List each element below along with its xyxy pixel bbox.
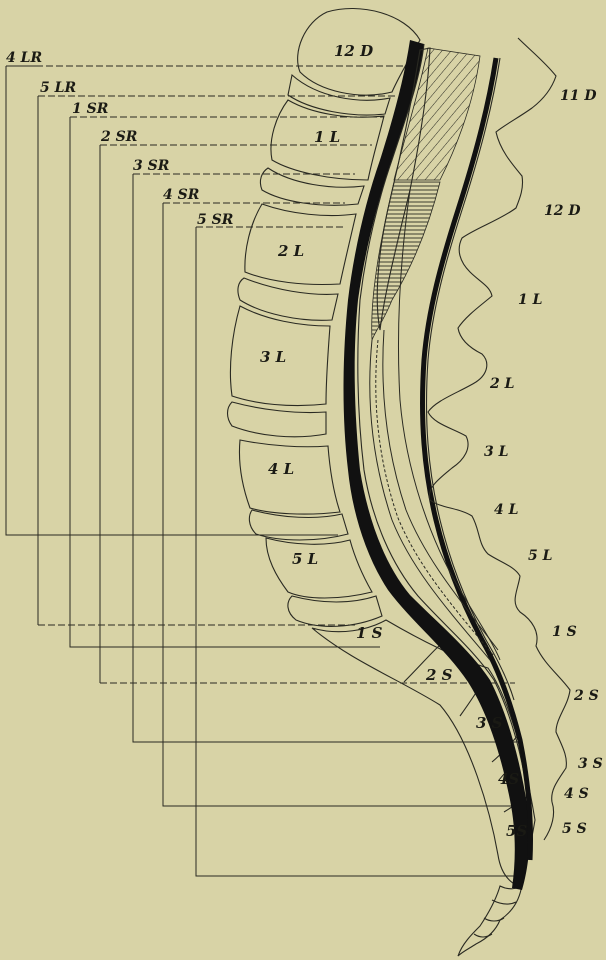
label-3sr: 3 SR xyxy=(133,158,169,174)
label-body-5l: 5 L xyxy=(292,550,318,568)
label-4lr: 4 LR xyxy=(6,50,42,66)
label-4sr: 4 SR xyxy=(163,187,199,203)
label-2sr: 2 SR xyxy=(100,129,137,145)
coccyx-seg-2 xyxy=(484,918,504,921)
label-body-1s: 1 S xyxy=(356,624,383,642)
nerve-root-guides xyxy=(6,66,525,876)
label-proc-1l: 1 L xyxy=(518,292,543,308)
label-body-2s: 2 S xyxy=(425,666,453,684)
label-body-2l: 2 L xyxy=(277,242,304,260)
coccyx-seg-1 xyxy=(492,900,516,904)
label-body-4l: 4 L xyxy=(268,460,294,478)
vertebral-body-labels: 12 D 1 L 2 L 3 L 4 L 5 L 1 S 2 S 3 S 4S … xyxy=(260,42,527,840)
label-body-3s: 3 S xyxy=(476,714,503,732)
label-body-12d: 12 D xyxy=(334,42,373,60)
coccyx xyxy=(458,884,522,956)
label-1sr: 1 SR xyxy=(72,101,108,117)
disc-5l-1s xyxy=(288,596,382,626)
guide-1sr-solid xyxy=(70,117,380,647)
label-body-1l: 1 L xyxy=(314,128,340,146)
label-proc-11d: 11 D xyxy=(560,88,597,104)
label-proc-4l: 4 L xyxy=(494,502,519,518)
label-proc-12d: 12 D xyxy=(544,203,581,219)
label-body-3l: 3 L xyxy=(260,348,286,366)
label-proc-3l: 3 L xyxy=(484,444,509,460)
guide-4sr-solid xyxy=(163,203,525,806)
disc-3l-4l xyxy=(228,402,327,437)
filum-line xyxy=(398,190,500,660)
nerve-root-labels: 4 LR 5 LR 1 SR 2 SR 3 SR 4 SR 5 SR xyxy=(6,50,233,228)
label-proc-3s: 3 S xyxy=(578,756,603,772)
label-proc-5s: 5 S xyxy=(562,821,587,837)
label-proc-5l: 5 L xyxy=(528,548,553,564)
label-proc-4s: 4 S xyxy=(564,786,589,802)
label-5lr: 5 LR xyxy=(40,80,76,96)
label-body-4s: 4S xyxy=(498,770,519,788)
label-body-5s: 5S xyxy=(506,822,527,840)
label-5sr: 5 SR xyxy=(197,212,233,228)
vertebra-5l xyxy=(266,538,372,598)
label-proc-2s: 2 S xyxy=(573,688,599,704)
label-proc-2l: 2 L xyxy=(489,376,515,392)
label-proc-1s: 1 S xyxy=(552,624,577,640)
